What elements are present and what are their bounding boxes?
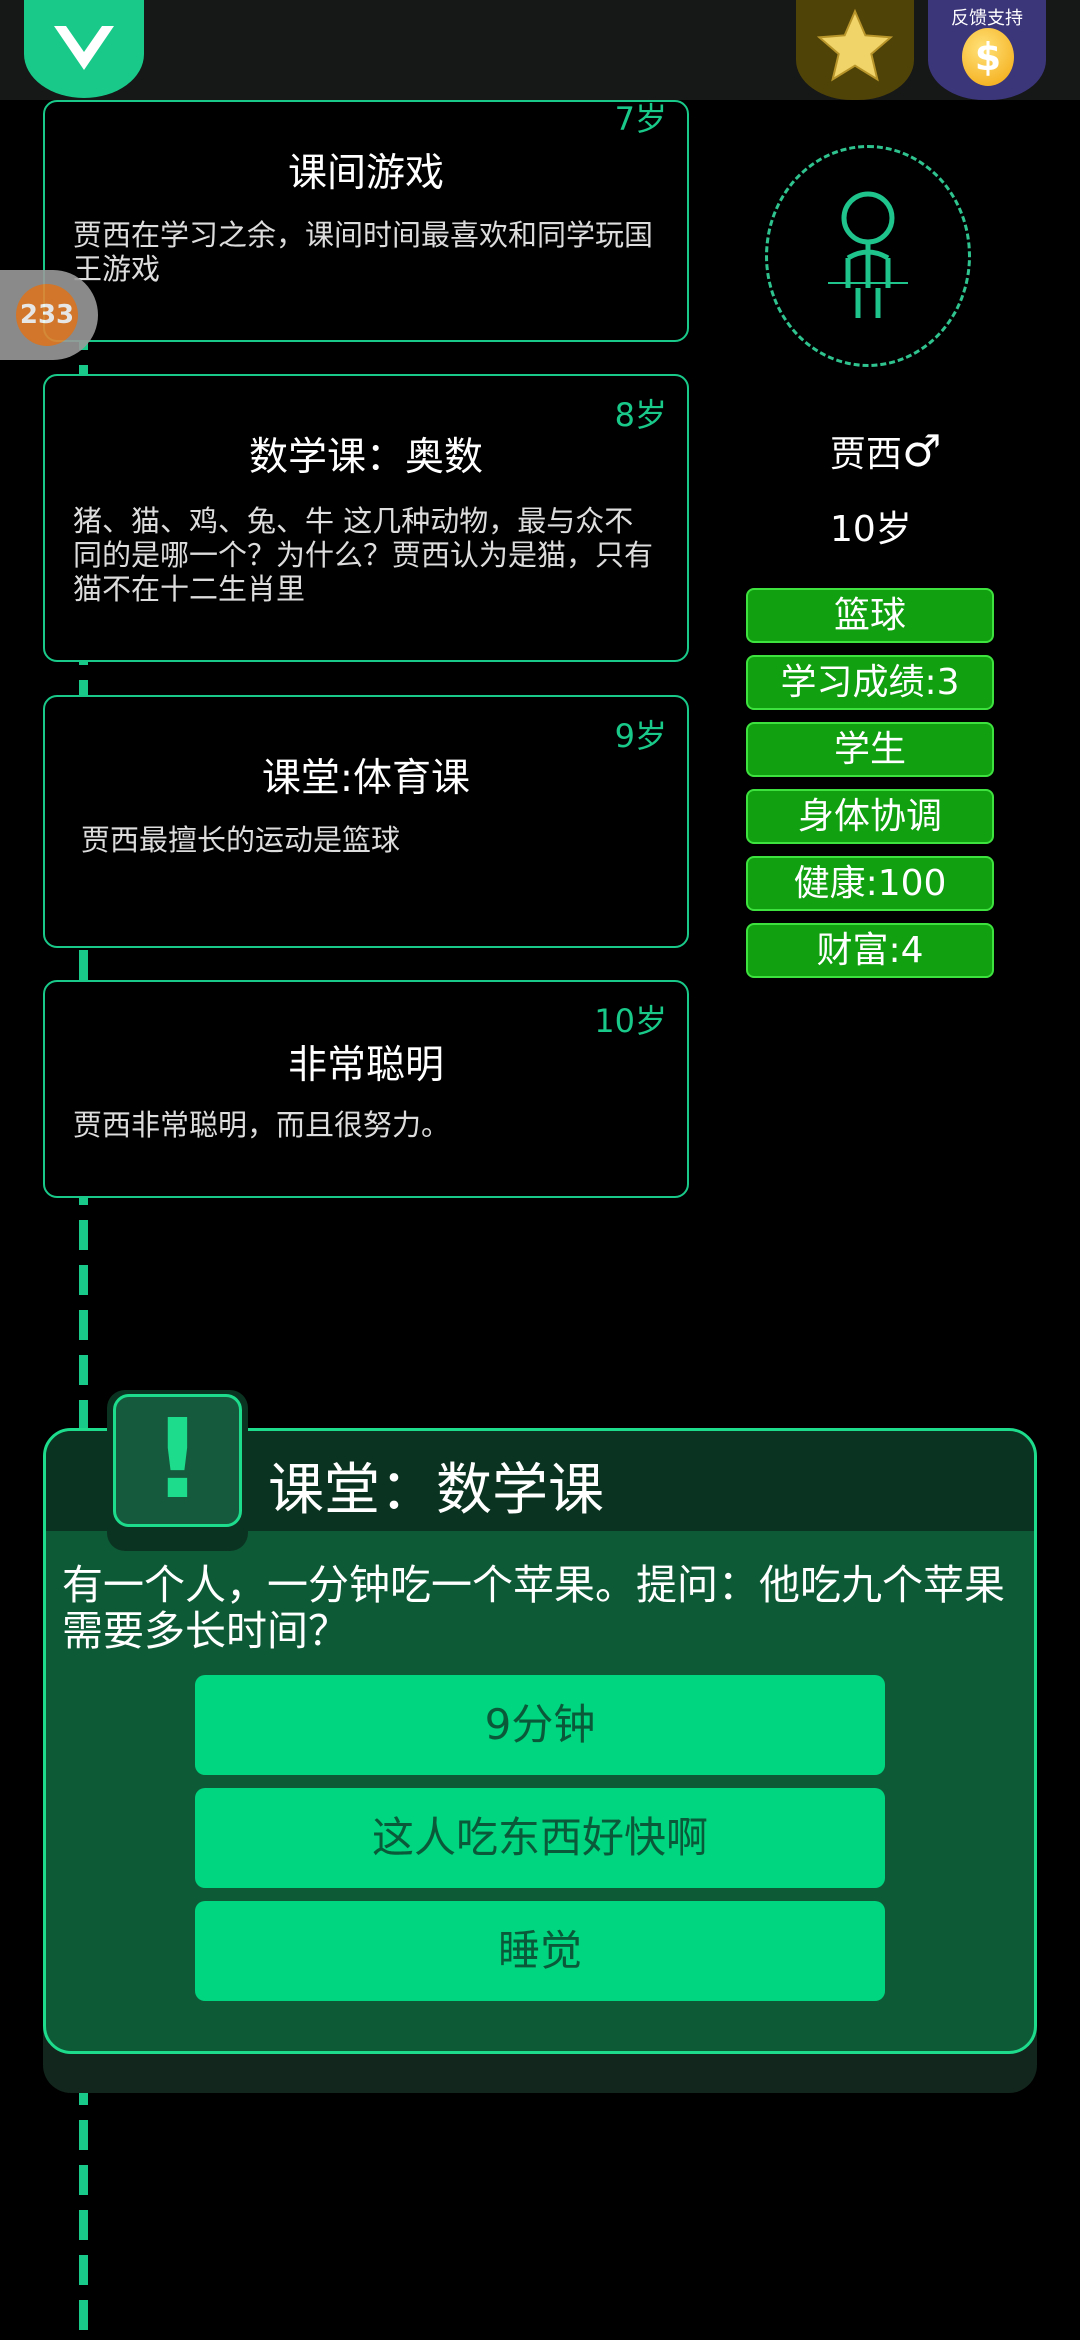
attribute-tag: 健康:100 — [746, 856, 994, 911]
card-body: 贾西最擅长的运动是篮球 — [81, 823, 401, 857]
exclamation-icon: ! — [113, 1394, 242, 1527]
card-body: 猪、猫、鸡、兔、牛 这几种动物，最与众不同的是哪一个？为什么？贾西认为是猫，只有… — [73, 504, 654, 606]
name-text: 贾西 — [830, 434, 903, 475]
card-title: 非常聪明 — [287, 1043, 444, 1088]
star-button[interactable] — [796, 0, 914, 100]
badge-count: 233 — [16, 284, 78, 346]
card-age: 8岁 — [614, 396, 667, 434]
male-icon: ♂ — [902, 426, 942, 477]
alert-icon: ! — [107, 1390, 248, 1551]
top-bar: 反馈支持 $ — [0, 0, 1080, 100]
card-age: 10岁 — [594, 1002, 667, 1040]
feedback-label: 反馈支持 — [951, 8, 1023, 29]
option-button[interactable]: 这人吃东西好快啊 — [195, 1788, 885, 1888]
star-icon — [816, 8, 894, 82]
timeline-card: 8岁 数学课：奥数 猪、猫、鸡、兔、牛 这几种动物，最与众不同的是哪一个？为什么… — [43, 374, 689, 662]
collapse-button[interactable] — [24, 0, 144, 98]
coin-icon: $ — [962, 28, 1014, 86]
feedback-support-button[interactable]: 反馈支持 $ — [928, 0, 1046, 100]
card-title: 课间游戏 — [287, 151, 444, 196]
card-title: 数学课：奥数 — [248, 435, 483, 480]
card-age: 7岁 — [614, 100, 667, 138]
event-title: 课堂：数学课 — [268, 1458, 604, 1523]
option-button[interactable]: 睡觉 — [195, 1901, 885, 2001]
floating-badge[interactable]: 233 — [0, 270, 98, 360]
stick-figure-icon — [828, 191, 908, 318]
card-body: 贾西非常聪明，而且很努力。 — [73, 1108, 451, 1142]
avatar — [765, 145, 971, 367]
card-age: 9岁 — [614, 717, 667, 755]
attribute-tag: 篮球 — [746, 588, 994, 643]
attribute-tag: 财富:4 — [746, 923, 994, 978]
attribute-tag: 学习成绩:3 — [746, 655, 994, 710]
character-age: 10岁 — [830, 509, 912, 550]
character-name: 贾西♂ — [830, 425, 941, 477]
attribute-tag: 学生 — [746, 722, 994, 777]
option-button[interactable]: 9分钟 — [195, 1675, 885, 1775]
timeline-card: 7岁 课间游戏 贾西在学习之余，课间时间最喜欢和同学玩国王游戏 — [43, 100, 689, 342]
timeline-line — [79, 95, 88, 2340]
card-title: 课堂:体育课 — [261, 756, 471, 801]
card-body: 贾西在学习之余，课间时间最喜欢和同学玩国王游戏 — [73, 218, 654, 286]
event-question: 有一个人，一分钟吃一个苹果。提问：他吃九个苹果需要多长时间？ — [62, 1561, 1005, 1655]
attribute-tag: 身体协调 — [746, 789, 994, 844]
chevron-down-icon — [54, 26, 114, 70]
timeline-card: 9岁 课堂:体育课 贾西最擅长的运动是篮球 — [43, 695, 689, 948]
timeline-card: 10岁 非常聪明 贾西非常聪明，而且很努力。 — [43, 980, 689, 1198]
